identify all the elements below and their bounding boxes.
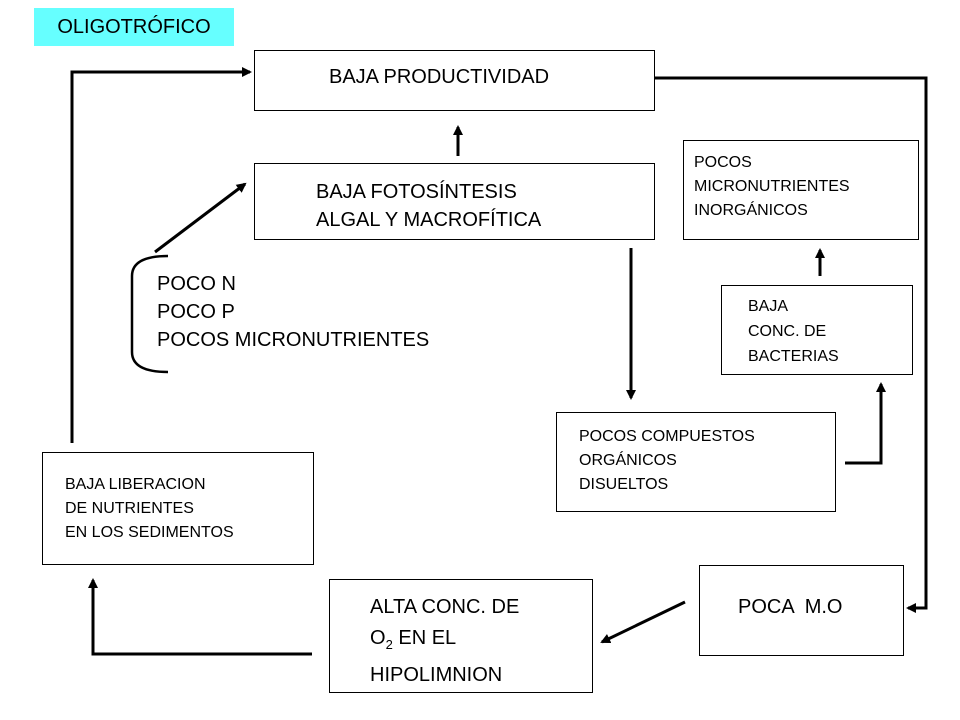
node-label: POCOS MICRONUTRIENTES INORGÁNICOS <box>694 154 850 219</box>
diagram-title: OLIGOTRÓFICO <box>34 8 234 46</box>
arrow-productividad-to-mo <box>655 76 928 613</box>
node-poca-mo: POCA M.O <box>699 565 904 656</box>
node-baja-liberacion-nutrientes: BAJA LIBERACION DE NUTRIENTES EN LOS SED… <box>42 452 314 565</box>
node-label: POCOS COMPUESTOS ORGÁNICOS DISUELTOS <box>579 428 755 493</box>
node-label: ALTA CONC. DE O2 EN EL HIPOLIMNION <box>370 596 520 686</box>
arrow-compuestos-to-bacterias <box>845 382 886 465</box>
node-baja-conc-bacterias: BAJA CONC. DE BACTERIAS <box>721 285 913 375</box>
node-nutrientes: POCO N POCO P POCOS MICRONUTRIENTES <box>157 273 430 351</box>
node-label: BAJA LIBERACION DE NUTRIENTES EN LOS SED… <box>65 476 234 541</box>
nutrient-brace <box>130 254 169 374</box>
node-baja-productividad: BAJA PRODUCTIVIDAD <box>254 50 655 111</box>
node-alta-conc-o2: ALTA CONC. DE O2 EN EL HIPOLIMNION <box>329 579 593 693</box>
node-pocos-micronutrientes-inorganicos: POCOS MICRONUTRIENTES INORGÁNICOS <box>683 140 919 240</box>
node-pocos-compuestos-organicos: POCOS COMPUESTOS ORGÁNICOS DISUELTOS <box>556 412 836 512</box>
node-label: POCA M.O <box>738 596 843 618</box>
arrow-o2-to-liberacion <box>88 578 312 656</box>
node-label: BAJA PRODUCTIVIDAD <box>329 66 550 88</box>
arrow-nutrientes-to-fotosintesis <box>154 182 247 254</box>
arrow-mo-to-o2 <box>600 600 686 644</box>
node-baja-fotosintesis: BAJA FOTOSÍNTESIS ALGAL Y MACROFÍTICA <box>254 163 655 240</box>
node-label: BAJA FOTOSÍNTESIS ALGAL Y MACROFÍTICA <box>316 181 542 231</box>
node-label: BAJA CONC. DE BACTERIAS <box>748 298 839 365</box>
arrow-liberacion-to-productividad <box>70 67 252 443</box>
